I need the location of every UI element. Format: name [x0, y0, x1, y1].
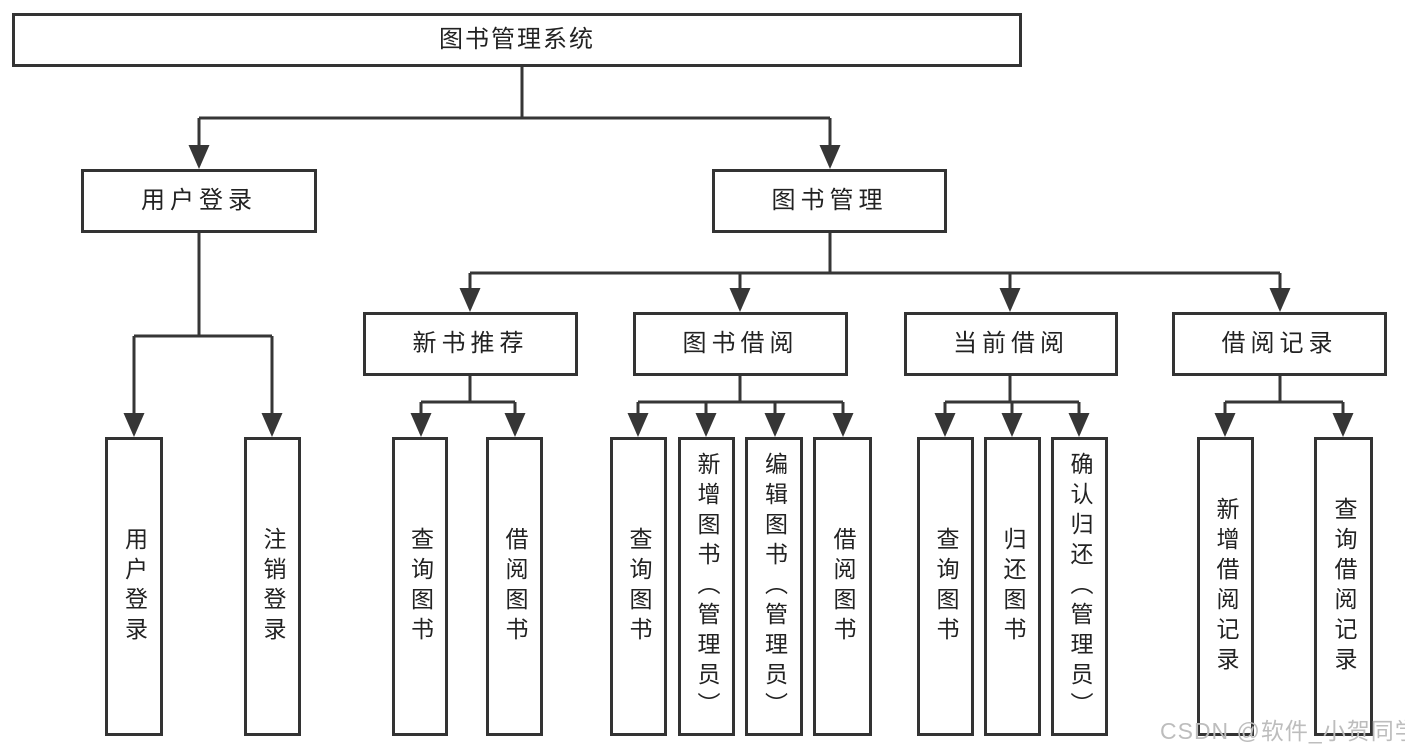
csdn-watermark: CSDN @软件_小贺同学 [1160, 718, 1405, 744]
leaf-add-borrow-record: 新增借阅记录 [1197, 437, 1254, 736]
leaf-query-borrow-record: 查询借阅记录 [1314, 437, 1373, 736]
connector-book-borrow-trunk [638, 376, 843, 404]
connector-borrow-records-trunk [1225, 376, 1343, 404]
node-book-borrow: 图书借阅 [633, 312, 848, 376]
leaf-return-books: 归还图书 [984, 437, 1041, 736]
leaf-query-books-borrow: 查询图书 [610, 437, 667, 736]
node-current-borrow: 当前借阅 [904, 312, 1118, 376]
leaf-query-books-rec: 查询图书 [392, 437, 448, 736]
leaf-logout: 注销登录 [244, 437, 301, 736]
leaf-borrow-books-rec: 借阅图书 [486, 437, 543, 736]
connector-current-borrow-trunk [945, 376, 1079, 404]
leaf-query-books-current: 查询图书 [917, 437, 974, 736]
leaf-confirm-return-admin: 确认归还（管理员） [1051, 437, 1108, 736]
leaf-user-login: 用户登录 [105, 437, 163, 736]
connector-new-book-rec-trunk [421, 376, 515, 404]
node-root: 图书管理系统 [12, 13, 1022, 67]
leaf-edit-books-admin: 编辑图书（管理员） [745, 437, 803, 736]
connector-user-login-trunk [134, 233, 272, 338]
node-user-login: 用户登录 [81, 169, 317, 233]
connector-root-trunk [199, 67, 830, 120]
leaf-add-books-admin: 新增图书（管理员） [678, 437, 735, 736]
leaf-borrow-books: 借阅图书 [813, 437, 872, 736]
node-book-mgmt: 图书管理 [712, 169, 947, 233]
node-new-book-rec: 新书推荐 [363, 312, 578, 376]
node-borrow-records: 借阅记录 [1172, 312, 1387, 376]
connector-book-mgmt-trunk [470, 233, 1280, 275]
